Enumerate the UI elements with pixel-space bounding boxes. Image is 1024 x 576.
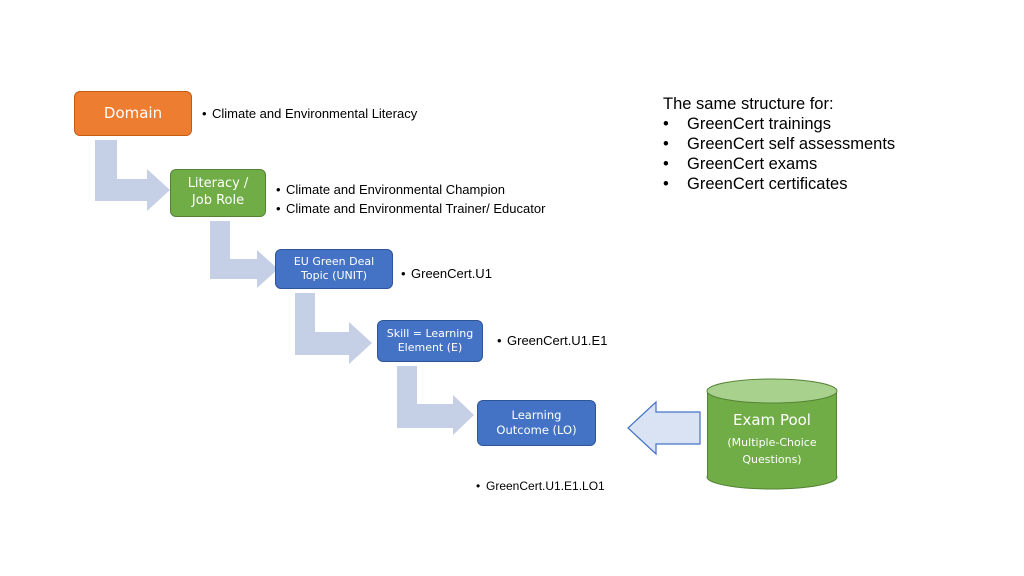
element-bullet: GreenCert.U1.E1: [497, 333, 607, 348]
exam-pool-label: Exam Pool (Multiple-Choice Questions): [707, 410, 837, 468]
exam-pool-cylinder: [706, 378, 838, 490]
structure-note-item: GreenCert trainings: [663, 114, 895, 134]
structure-note-list: GreenCert trainings GreenCert self asses…: [663, 114, 895, 194]
exam-pool-subtitle-line: (Multiple-Choice: [727, 436, 817, 449]
domain-bullets: Climate and Environmental Literacy: [202, 106, 417, 121]
structure-note: The same structure for: GreenCert traini…: [663, 94, 895, 194]
outcome-box: Learning Outcome (LO): [477, 400, 596, 446]
exam-pool-title: Exam Pool: [733, 411, 811, 429]
bent-arrow-icon: [95, 140, 170, 211]
bent-arrow-icon: [210, 221, 278, 288]
unit-box: EU Green Deal Topic (UNIT): [275, 249, 393, 289]
unit-label-line: EU Green Deal: [293, 254, 375, 268]
element-box: Skill = Learning Element (E): [377, 320, 483, 362]
structure-note-item: GreenCert exams: [663, 154, 895, 174]
bent-arrow-icon: [397, 366, 474, 435]
literacy-label-line: Job Role: [191, 193, 245, 208]
literacy-bullets: Climate and Environmental Champion Clima…: [276, 180, 545, 218]
literacy-box: Literacy / Job Role: [170, 169, 266, 217]
outcome-bullets: GreenCert.U1.E1.LO1: [476, 479, 605, 493]
domain-bullet: Climate and Environmental Literacy: [202, 106, 417, 121]
unit-bullets: GreenCert.U1: [401, 266, 492, 281]
literacy-label-line: Literacy /: [187, 176, 249, 192]
left-arrow-icon: [627, 400, 701, 456]
outcome-label-line: Learning: [511, 408, 562, 423]
outcome-label-line: Outcome (LO): [496, 423, 577, 437]
unit-bullet: GreenCert.U1: [401, 266, 492, 281]
bent-arrow-icon: [295, 293, 372, 364]
structure-note-item: GreenCert certificates: [663, 174, 895, 194]
structure-note-title: The same structure for:: [663, 95, 834, 113]
element-label-line: Element (E): [397, 341, 463, 354]
element-bullets: GreenCert.U1.E1: [497, 333, 607, 348]
structure-note-item: GreenCert self assessments: [663, 134, 895, 154]
exam-pool-subtitle-line: Questions): [742, 453, 802, 466]
domain-label: Domain: [103, 103, 163, 122]
element-label-line: Skill = Learning: [386, 326, 474, 340]
unit-label-line: Topic (UNIT): [301, 269, 367, 282]
outcome-bullet: GreenCert.U1.E1.LO1: [476, 479, 605, 493]
domain-box: Domain: [74, 91, 192, 136]
literacy-bullet: Climate and Environmental Champion: [276, 180, 545, 199]
literacy-bullet: Climate and Environmental Trainer/ Educa…: [276, 199, 545, 218]
